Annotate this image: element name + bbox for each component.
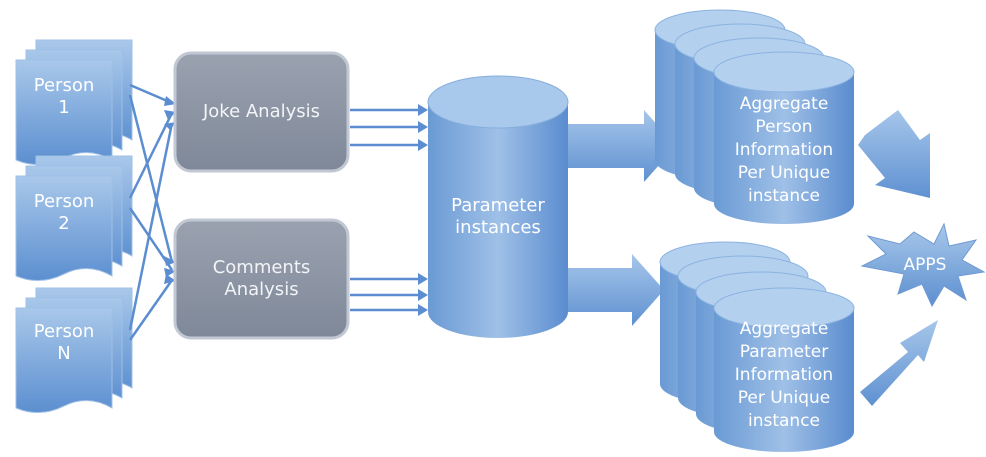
aggregate-parameter-label: Aggregate Parameter Information Per Uniq… (734, 319, 834, 431)
process-box-joke-analysis (173, 51, 350, 173)
apps-label: APPS (903, 255, 947, 275)
parameter-store-cylinder (427, 75, 569, 338)
comments-analysis-label: Comments Analysis (212, 257, 311, 300)
apps-starburst (860, 222, 986, 308)
person-2-label: Person 2 (33, 191, 95, 234)
block-arrow-person-aggregate-to-apps (858, 110, 930, 198)
process-box-comments-analysis (173, 218, 350, 340)
person-n-doc-stack (15, 287, 133, 413)
connector-arrowheads (164, 96, 176, 284)
block-arrow-to-parameter-aggregate (568, 254, 664, 326)
process-to-store-arrowheads (418, 104, 428, 316)
aggregate-person-label: Aggregate Person Information Per Unique … (734, 94, 834, 206)
person-2-doc-stack (15, 155, 133, 281)
block-arrow-to-person-aggregate (568, 110, 676, 182)
parameter-instances-label: Parameter instances (451, 195, 545, 238)
aggregate-parameter-cylinder-stack (659, 241, 855, 452)
process-to-store-arrows (350, 108, 420, 312)
person-n-label: Person N (33, 321, 95, 364)
joke-analysis-label: Joke Analysis (202, 101, 321, 122)
aggregate-person-cylinder-stack (654, 9, 855, 224)
block-arrow-parameter-aggregate-to-apps (860, 320, 938, 406)
person-1-doc-stack (15, 39, 133, 165)
person-1-label: Person 1 (33, 75, 95, 118)
person-to-process-connectors (128, 83, 174, 341)
